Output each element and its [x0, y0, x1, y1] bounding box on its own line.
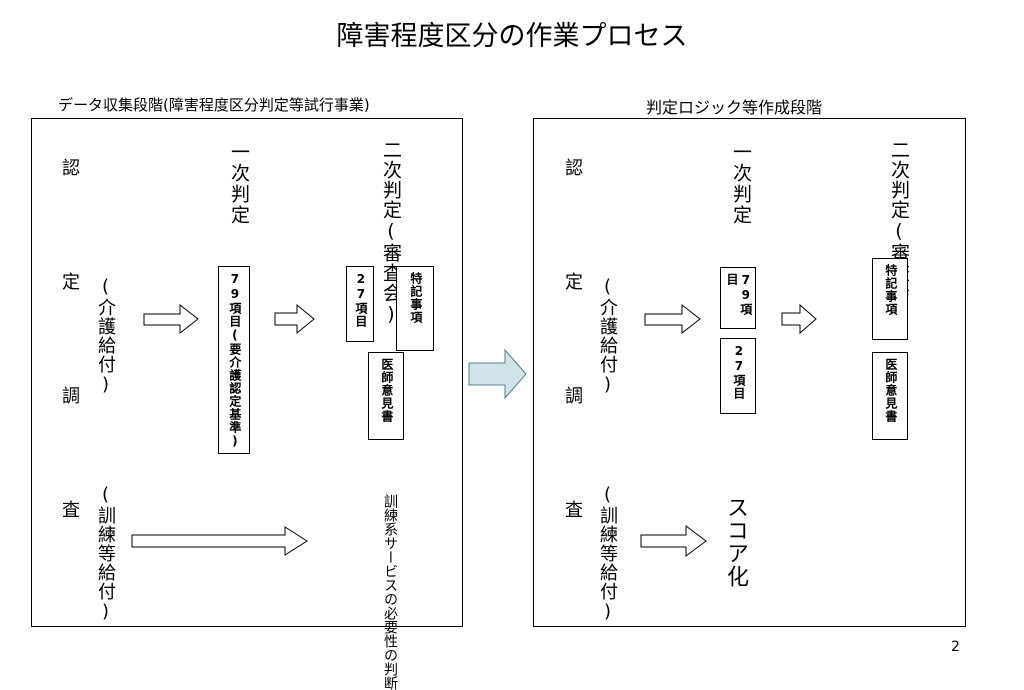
right-panel-heading: 判定ロジック等作成段階: [646, 98, 823, 117]
left-arrow-kaigo-to-79: [143, 303, 199, 335]
left-box-tokki: 特記事項: [396, 266, 434, 351]
left-box-79-label: 79項目(要介護認定基準): [227, 272, 242, 449]
left-box-27: 27項目: [346, 266, 374, 342]
left-panel-frame: [31, 118, 463, 627]
left-kaigo-label: (介護給付): [95, 276, 116, 396]
left-arrow-79-to-27: [274, 303, 315, 335]
left-survey-label: 認定調査: [59, 158, 80, 614]
right-box-ishi: 医師意見書: [872, 352, 908, 440]
right-col-primary: 一次判定: [730, 142, 752, 226]
left-box-ishi-label: 医師意見書: [379, 358, 394, 423]
right-box-tokki-label: 特記事項: [883, 264, 898, 316]
right-box-tokki: 特記事項: [872, 258, 908, 340]
left-box-79: 79項目(要介護認定基準): [218, 266, 250, 454]
left-arrow-kunren-to-result: [131, 526, 308, 556]
right-kunren-result: スコア化: [723, 496, 748, 588]
page-title: 障害程度区分の作業プロセス: [336, 21, 688, 52]
right-box-27-label: 27項目: [731, 344, 746, 400]
right-box-79: 79項目: [720, 267, 756, 329]
right-panel-frame: [533, 118, 966, 627]
left-panel-heading: データ収集段階(障害程度区分判定等試行事業): [58, 96, 370, 114]
right-arrow-kaigo-to-79: [644, 303, 701, 335]
left-box-ishi: 医師意見書: [368, 352, 404, 440]
right-kaigo-label: (介護給付): [597, 276, 618, 396]
left-box-27-label: 27項目: [353, 272, 368, 328]
left-col-primary: 一次判定: [228, 142, 250, 226]
right-box-ishi-label: 医師意見書: [883, 358, 898, 423]
right-survey-label: 認定調査: [562, 158, 583, 614]
transition-arrow: [468, 348, 527, 400]
right-kunren-label: (訓練等給付): [597, 484, 618, 623]
left-box-tokki-label: 特記事項: [408, 272, 423, 324]
right-box-27: 27項目: [720, 338, 756, 414]
right-arrow-kunren-to-score: [640, 525, 707, 557]
right-box-79-label: 79項目: [725, 273, 753, 316]
page-number: 2: [951, 639, 960, 655]
right-arrow-79-to-tokki: [781, 303, 817, 335]
left-kunren-label: (訓練等給付): [95, 484, 116, 623]
